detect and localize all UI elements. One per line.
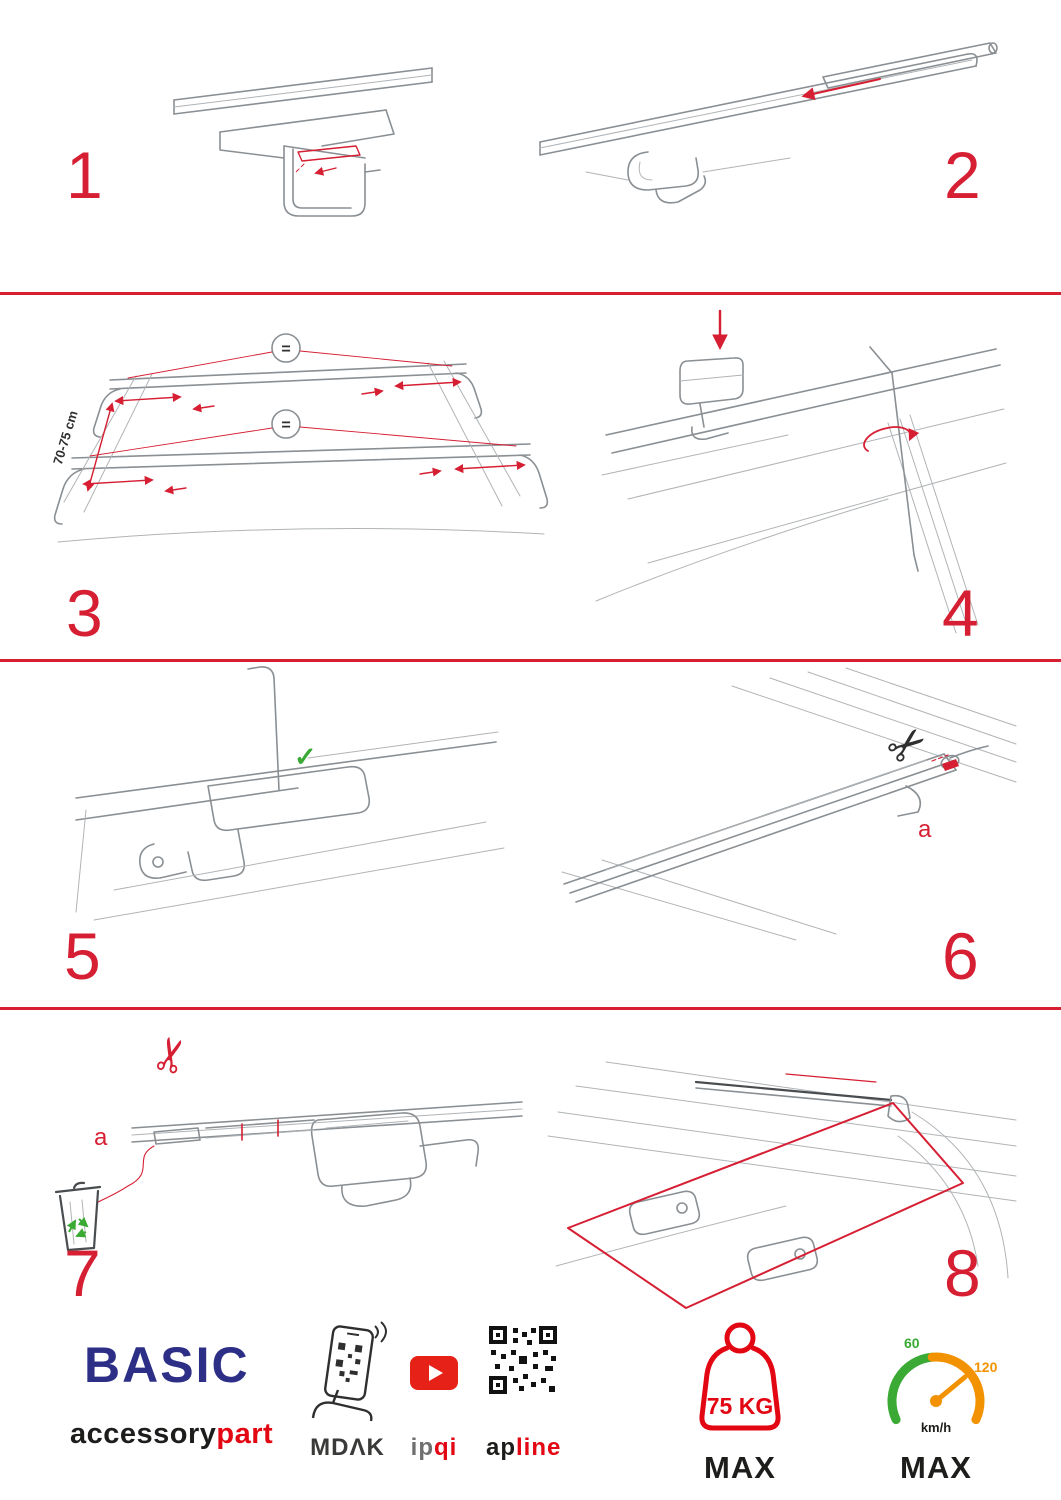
step-2-illustration [539,42,998,204]
ipqi-gray-text: ip [410,1434,434,1461]
step-3-illustration: = = [53,333,549,543]
brand-accessory-text: accessory [70,1418,217,1450]
step-number-2: 2 [944,138,981,212]
section-divider-1 [0,292,1061,295]
phone-qr-scan-icon [311,1321,387,1422]
step-number-5: 5 [64,919,101,993]
step-1-illustration [173,67,433,217]
apline-red-text: line [516,1434,562,1461]
section-divider-3 [0,1007,1061,1010]
partner-mdak-label: MDΛK [310,1434,385,1461]
step-5-illustration [75,666,505,921]
step-7-illustration [54,1101,523,1252]
speedometer-icon: 60 120 km/h [887,1335,998,1435]
equals-sign-top: = [281,341,290,358]
qr-code-icon [489,1326,557,1394]
apline-dark-text: ap [486,1434,517,1461]
step-number-8: 8 [944,1236,981,1310]
step-6-illustration [561,667,1017,941]
ipqi-red-text: qi [434,1434,458,1461]
speed-low-label: 60 [904,1335,920,1351]
step-number-6: 6 [942,919,979,993]
step-number-7: 7 [64,1236,101,1310]
youtube-icon [410,1356,458,1390]
max-weight-icon: 75 KG [699,1322,781,1431]
section-divider-2 [0,659,1061,662]
partner-apline-label: apline [486,1434,560,1462]
speed-unit-label: km/h [921,1420,951,1435]
step-number-3: 3 [66,576,103,650]
max-weight-value: 75 KG [707,1393,773,1419]
step-number-4: 4 [942,576,979,650]
brand-part-text: part [216,1418,274,1450]
cut-piece-label-a: a [918,816,932,843]
step-8-illustration [547,1061,1017,1309]
weight-max-label: MAX [704,1450,776,1485]
partner-ipqi-label: ipqi [402,1434,466,1462]
speed-max-label: MAX [900,1450,972,1485]
brand-logo-accessorypart: accessorypart [70,1418,273,1451]
brand-logo-basic: BASIC [84,1337,250,1393]
equals-sign-bottom: = [281,417,290,434]
check-icon: ✓ [294,742,317,772]
speed-high-label: 120 [974,1359,998,1375]
cut-piece-label-a: a [94,1124,108,1151]
step-4-illustration [595,309,1007,634]
step-number-1: 1 [66,138,103,212]
